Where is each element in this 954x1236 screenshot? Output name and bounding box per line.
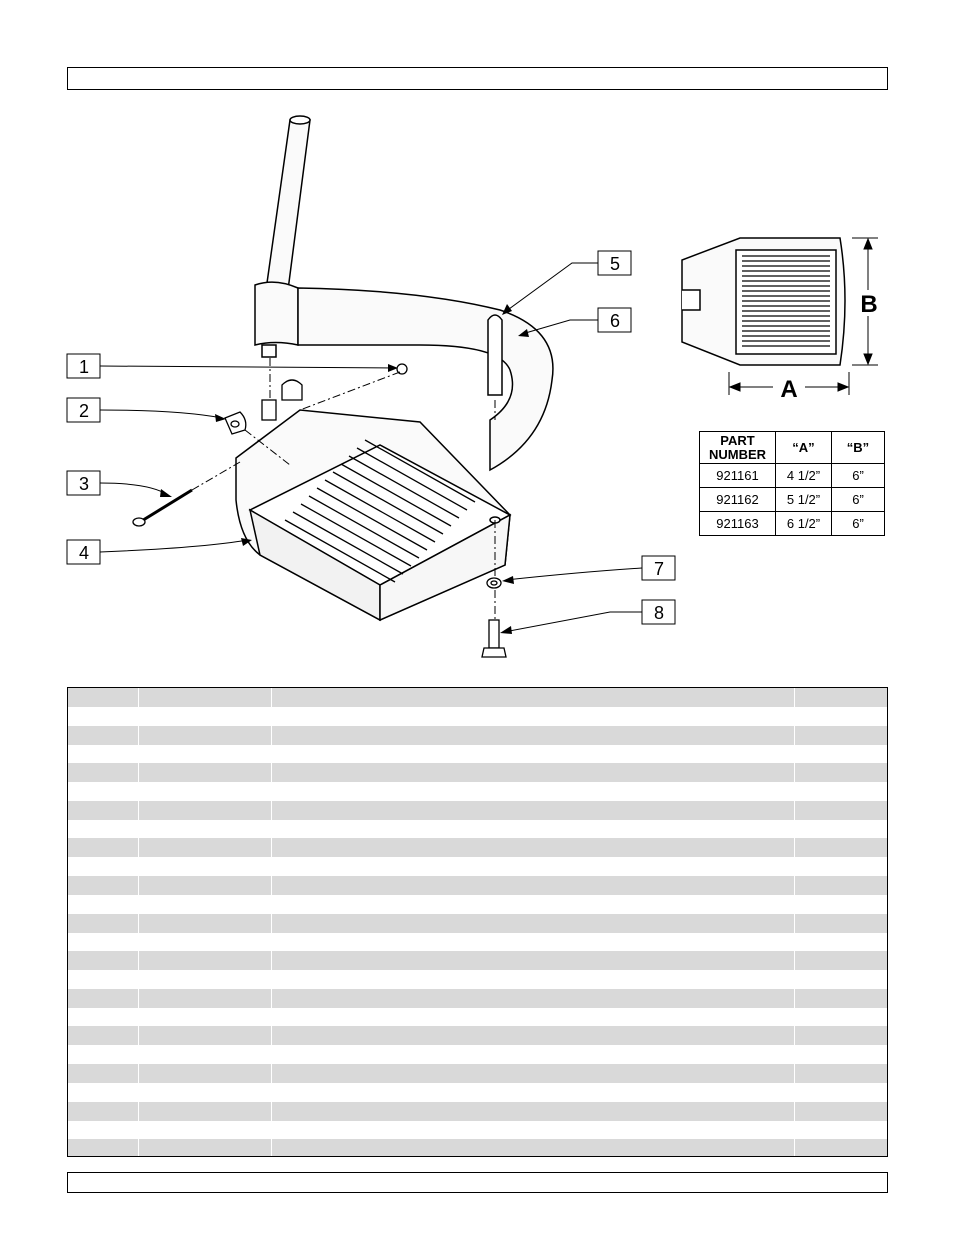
table-row: 921163 6 1/2” 6” [699,511,885,536]
parts-list-row [68,1120,887,1139]
table-row: 921161 4 1/2” 6” [699,463,885,488]
parts-list-row [68,1139,887,1156]
parts-list-row [68,707,887,726]
cell-part-number: 921163 [699,511,776,536]
parts-list-row [68,1008,887,1027]
callout-3: 3 [79,474,89,494]
cell-part-number: 921162 [699,487,776,512]
parts-list-row [68,725,887,745]
parts-list-row [68,951,887,971]
dimension-label-a: A [780,376,797,403]
parts-list-column-divider [794,688,795,1156]
header-a: “A” [775,431,832,464]
cell-part-number: 921161 [699,463,776,488]
parts-list-table [67,687,888,1157]
table-row: 921162 5 1/2” 6” [699,487,885,512]
header-bar [67,67,888,90]
parts-list-row [68,1083,887,1102]
callout-1: 1 [79,357,89,377]
header-b: “B” [831,431,885,464]
parts-list-row [68,820,887,839]
parts-list-row [68,688,887,707]
footplate-top-view [681,237,846,366]
parts-list-row [68,895,887,914]
dimension-label-b: B [860,291,877,318]
cell-b: 6” [831,463,885,488]
parts-list-row [68,782,887,801]
callout-4: 4 [79,543,89,563]
callout-2: 2 [79,401,89,421]
callout-6: 6 [610,311,620,331]
assembly-lines [191,358,496,620]
parts-list-row [68,932,887,951]
leader-arrowheads [160,304,529,634]
cell-b: 6” [831,487,885,512]
cell-a: 6 1/2” [775,511,832,536]
parts-list-row [68,1045,887,1064]
cell-a: 5 1/2” [775,487,832,512]
strap-pin [487,314,503,396]
callout-boxes [66,250,676,625]
cell-b: 6” [831,511,885,536]
parts-list-row [68,857,887,876]
parts-list-row [68,876,887,895]
parts-list-row [68,1101,887,1121]
callout-5: 5 [610,254,620,274]
parts-list-row [68,988,887,1008]
parts-list-row [68,1026,887,1046]
callout-7: 7 [654,559,664,579]
parts-list-column-divider [138,688,139,1156]
hardware [132,363,507,658]
parts-list-row [68,913,887,933]
footplate [235,409,512,622]
footer-bar [67,1172,888,1193]
parts-list-row [68,970,887,989]
callout-8: 8 [654,603,664,623]
exploded-parts-diagram: 1 2 3 4 5 6 7 8 [66,115,878,658]
cell-a: 4 1/2” [775,463,832,488]
parts-list-row [68,1064,887,1083]
parts-list-row [68,800,887,820]
parts-list-column-divider [271,688,272,1156]
callout-numbers: 1 2 3 4 5 6 7 8 [79,254,664,623]
parts-list-row [68,744,887,763]
parts-list-row [68,763,887,783]
parts-list-row [68,838,887,858]
